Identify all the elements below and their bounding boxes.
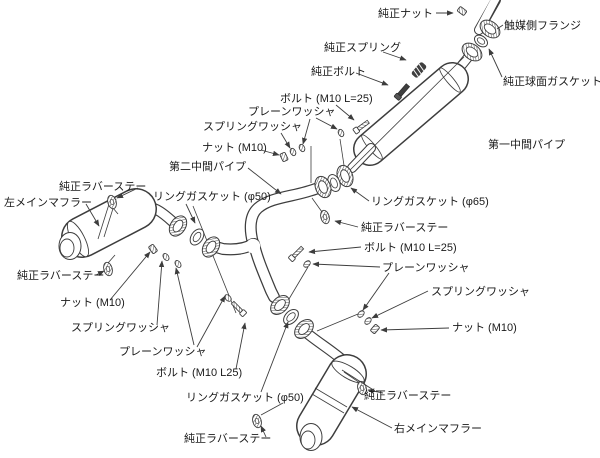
label-rubber-stay-bottom-center: 純正ラバーステー: [184, 432, 271, 445]
right-main-muffler: [296, 354, 367, 451]
label-first-mid-pipe: 第一中間パイプ: [488, 137, 565, 151]
label-nut-m10-right: ナット (M10): [452, 321, 517, 334]
label-ring-gasket-65: リングガスケット (φ65): [371, 194, 489, 208]
label-right-main-muffler: 右メインマフラー: [394, 421, 482, 435]
label-rubber-stay-left-top: 純正ラバーステー: [59, 180, 146, 193]
label-spring-washer-bottom-left: スプリングワッシャ: [71, 320, 170, 334]
stay-rod-left-bottom: [107, 254, 116, 264]
label-oem-nut: 純正ナット: [378, 7, 433, 20]
second-intermediate-pipe: [210, 182, 324, 303]
y-junction: [245, 238, 261, 254]
label-ring-gasket-50-left: リングガスケット (φ50): [153, 189, 271, 203]
nut-axis-line-right: [316, 313, 359, 332]
label-left-main-muffler: 左メインマフラー: [4, 196, 92, 209]
stay-rod-right-muffler: [343, 371, 361, 384]
label-nut-m10-bottom-left: ナット (M10): [60, 296, 125, 309]
spring-bolt-axis-line: [347, 56, 465, 173]
bolt-axis-line-right: [288, 266, 309, 300]
part-labels: 純正ナット 触媒側フランジ 純正スプリング 純正ボルト 純正球面ガスケット ボル…: [4, 7, 600, 445]
label-oem-spherical-gasket: 純正球面ガスケット: [503, 74, 600, 88]
label-rubber-stay-mid-right: 純正ラバーステー: [361, 221, 448, 234]
label-spring-washer-right: スプリングワッシャ: [431, 284, 530, 298]
left-main-muffler: [58, 188, 157, 260]
label-catalyst-flange: 触媒側フランジ: [504, 18, 581, 32]
label-oem-bolt: 純正ボルト: [311, 65, 366, 78]
label-rubber-stay-left-bottom: 純正ラバーステー: [17, 269, 104, 282]
label-nut-m10-top: ナット (M10): [202, 141, 267, 154]
label-plain-washer-top: プレーンワッシャ: [248, 105, 335, 118]
stay-rod-bottom: [260, 402, 284, 416]
label-rubber-stay-bottom-right: 純正ラバーステー: [364, 389, 451, 402]
stay-rod-mid: [311, 197, 323, 213]
label-spring-washer-top: スプリングワッシャ: [203, 119, 302, 133]
label-bolt-m10-right: ボルト (M10 L=25): [364, 241, 457, 254]
label-bolt-m10-bottom-left: ボルト (M10 L25): [156, 366, 242, 379]
label-oem-spring: 純正スプリング: [324, 40, 401, 54]
label-plain-washer-bottom-left: プレーンワッシャ: [119, 345, 206, 358]
label-ring-gasket-50-bottom: リングガスケット (φ50): [186, 390, 304, 404]
leader-lines: [85, 10, 504, 438]
label-second-mid-pipe: 第二中間パイプ: [169, 159, 246, 173]
label-bolt-m10-top: ボルト (M10 L=25): [280, 92, 373, 105]
label-plain-washer-right: プレーンワッシャ: [382, 261, 469, 274]
